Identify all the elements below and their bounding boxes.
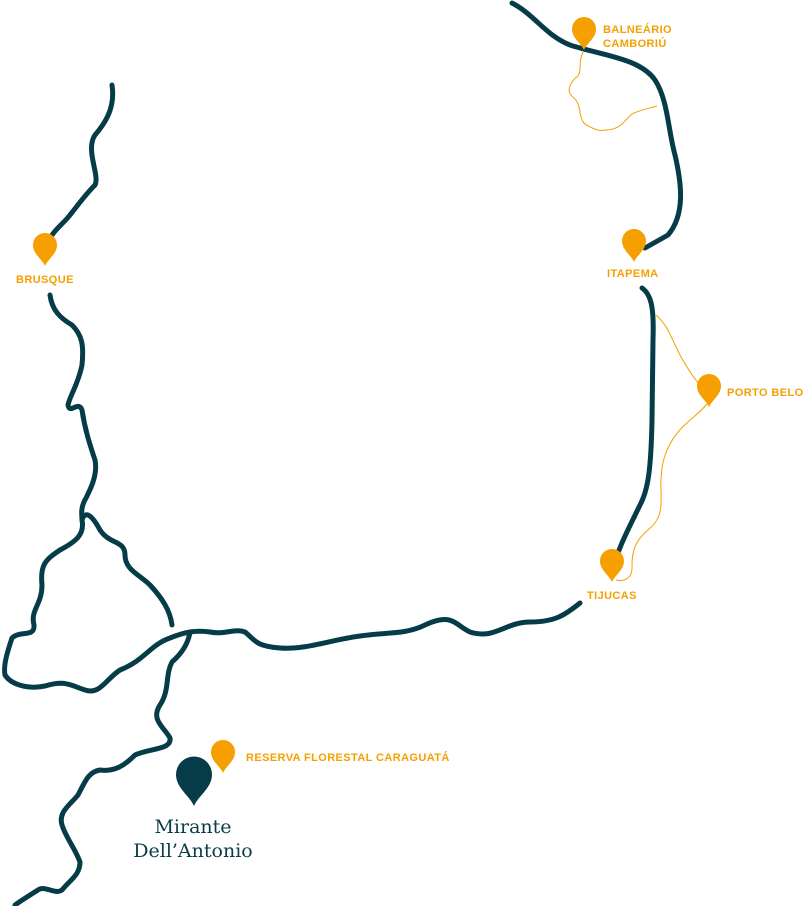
- destination-label[interactable]: Mirante Dell’Antonio: [118, 815, 268, 863]
- place-label-itapema[interactable]: ITAPEMA: [607, 268, 659, 280]
- map-pin-icon[interactable]: [600, 549, 624, 582]
- place-label-tijucas[interactable]: TIJUCAS: [587, 590, 637, 602]
- destination-line2: Dell’Antonio: [133, 840, 253, 862]
- road-coastal-south: [609, 285, 656, 575]
- map-pin-icon[interactable]: [697, 374, 721, 407]
- road-south: [12, 629, 193, 906]
- route-balneario-loop: [568, 51, 658, 131]
- place-label-balneario-camboriu[interactable]: BALNEÁRIO CAMBORIÚ: [603, 24, 672, 50]
- road-brusque: [42, 82, 116, 523]
- road-east-west: [2, 512, 583, 694]
- route-porto-belo-south: [615, 403, 708, 581]
- place-label-brusque[interactable]: BRUSQUE: [16, 274, 74, 286]
- route-porto-belo-north: [655, 314, 705, 391]
- place-label-reserva-florestal[interactable]: RESERVA FLORESTAL CARAGUATÁ: [246, 752, 450, 764]
- destination-pin-icon[interactable]: [176, 756, 212, 807]
- road-coastal-north: [509, 0, 683, 251]
- map-pin-icon[interactable]: [622, 229, 646, 262]
- map-pin-icon[interactable]: [211, 740, 235, 773]
- map-pin-icon[interactable]: [33, 233, 57, 266]
- place-label-porto-belo[interactable]: PORTO BELO: [727, 387, 804, 399]
- destination-line1: Mirante: [154, 816, 232, 838]
